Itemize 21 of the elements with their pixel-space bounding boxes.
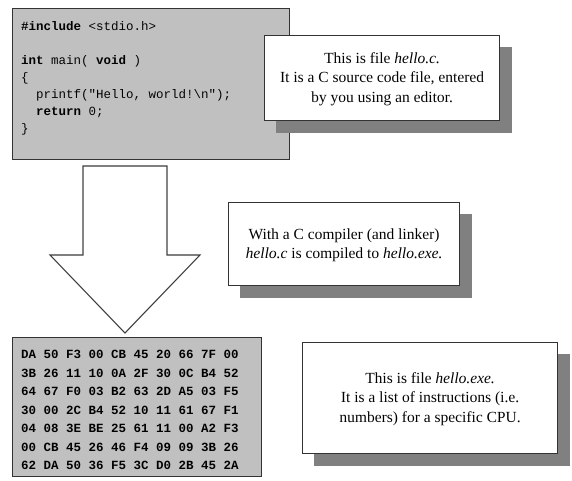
code-line: } xyxy=(21,121,30,138)
code-line: int main( void ) xyxy=(21,53,142,70)
note-text: This is file hello.c. xyxy=(323,48,441,68)
code-listing xyxy=(12,8,290,160)
hex-row-text: 00 CB 45 26 46 F4 09 09 3B 26 xyxy=(21,440,240,456)
code-line: return 0; xyxy=(35,104,105,121)
note-text: It is a list of instructions (i.e. numbers) for a specific CPU. xyxy=(338,388,522,428)
code-line: { xyxy=(21,70,30,87)
note-text: This is file hello.exe. xyxy=(364,368,496,388)
block-arrow xyxy=(48,165,202,334)
hex-row-text: DA 50 F3 00 CB 45 20 66 7F 00 xyxy=(21,347,240,364)
hex-row-text: 30 00 2C B4 52 10 11 61 67 F1 xyxy=(21,402,240,420)
hex-row-text: 04 08 3E BE 25 61 11 00 A2 F3 xyxy=(21,421,240,438)
code-line: #include <stdio.h> xyxy=(21,19,158,36)
hex-dump xyxy=(12,337,262,477)
note-text: It is a C source code file, entered by you using an editor. xyxy=(279,68,485,108)
code-line: printf("Hello, world!\n"); xyxy=(35,87,232,104)
hex-row-text: 3B 26 11 10 0A 2F 30 0C B4 52 xyxy=(21,366,240,382)
hex-row-text: 62 DA 50 36 F5 3C D0 2B 45 2A xyxy=(21,458,240,475)
hex-row-text: 64 67 F0 03 B2 63 2D A5 03 F5 xyxy=(21,384,240,401)
note-text: With a C compiler (and linker) hello.c is compiled to hello.exe. xyxy=(244,224,444,264)
